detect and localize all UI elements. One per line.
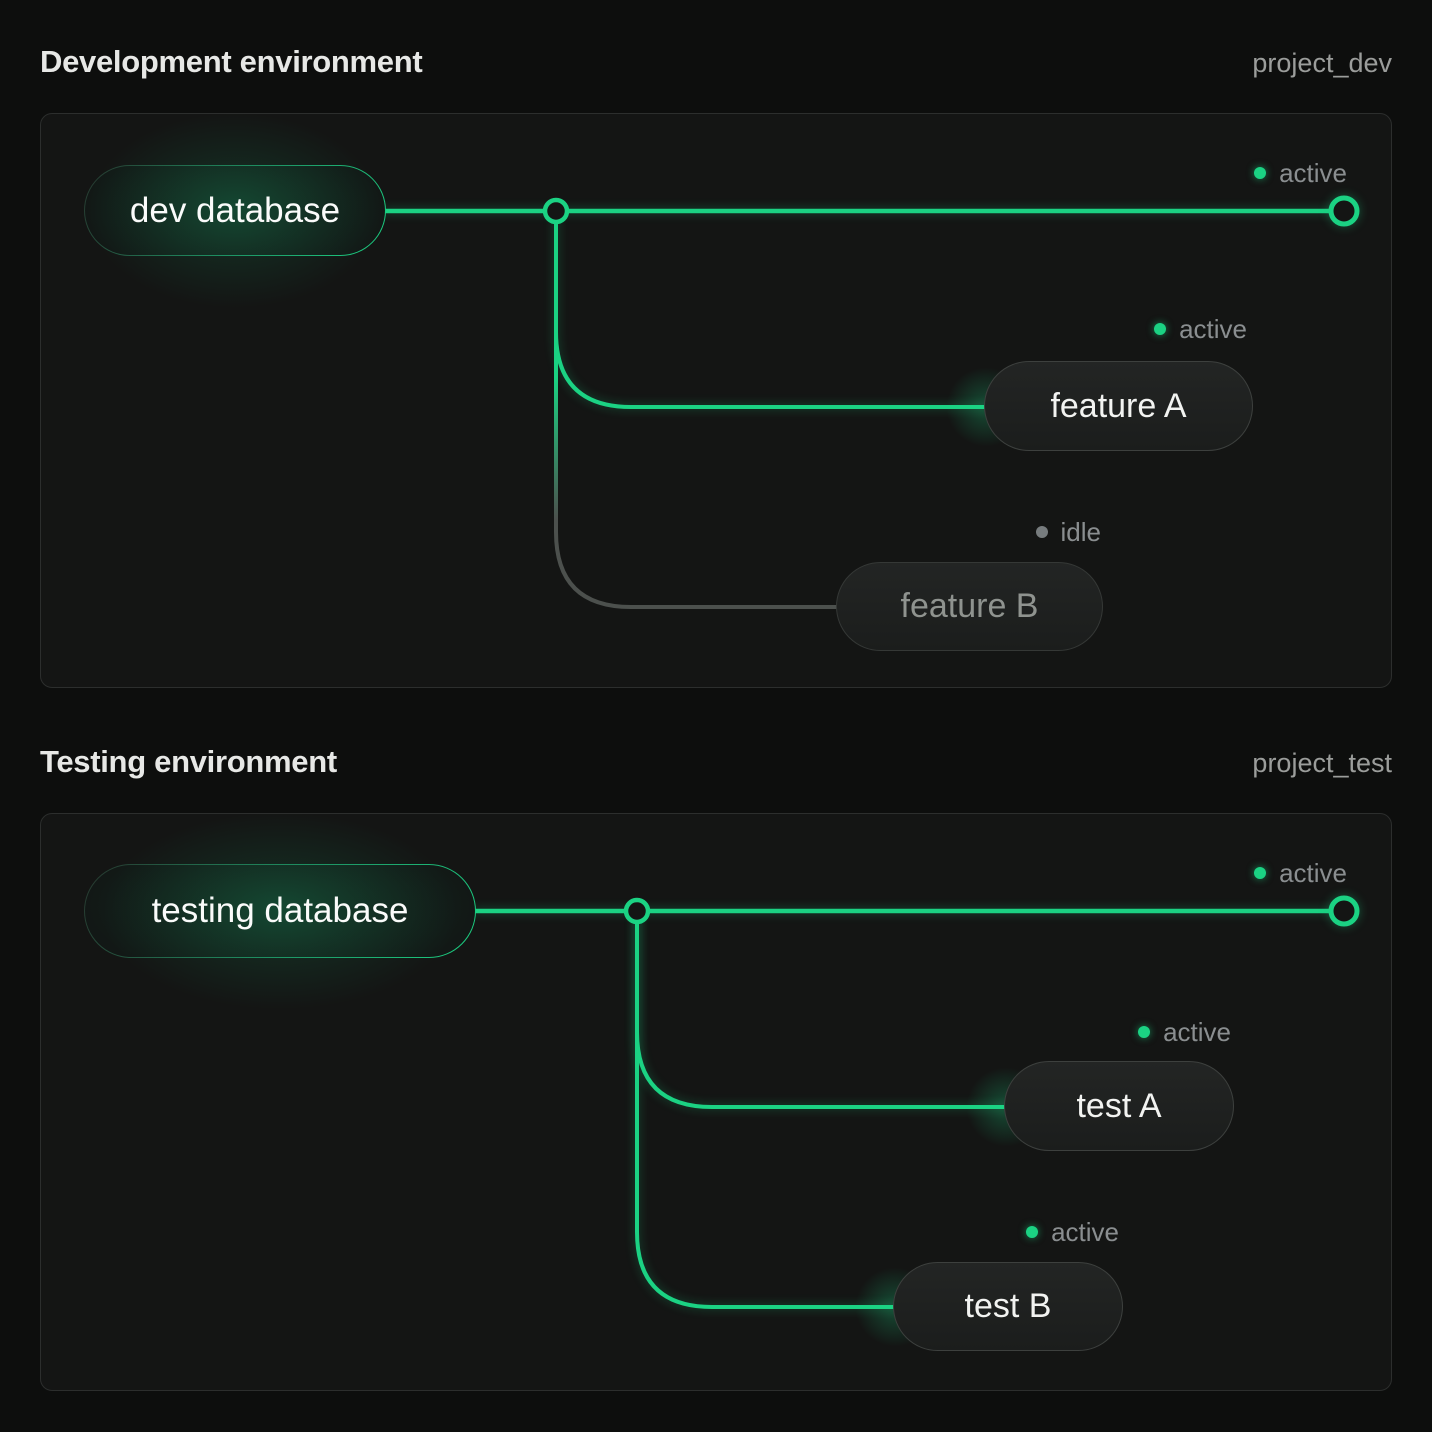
main-branch-status: active: [1254, 157, 1347, 188]
test-a-label: test A: [1076, 1086, 1162, 1125]
main-branch-status: active: [1254, 857, 1347, 888]
dev-database-label: dev database: [129, 190, 341, 230]
status-label: active: [1051, 1216, 1119, 1247]
feature-a-node[interactable]: feature A: [984, 361, 1253, 451]
active-status-dot-icon: [1254, 167, 1267, 179]
status-label: active: [1163, 1016, 1231, 1047]
branch-line-feature-a: [554, 209, 988, 409]
active-status-dot-icon: [1138, 1026, 1151, 1038]
testing-environment-panel: testing database active active test A ac…: [25, 770, 1392, 1391]
testing-database-node[interactable]: testing database: [25, 770, 535, 1052]
dev-database-node[interactable]: dev database: [25, 71, 445, 350]
branch-line-test-a: [635, 909, 1008, 1109]
status-label: active: [1279, 857, 1347, 888]
dev-environment-panel: dev database active active feature A idl…: [25, 71, 1392, 688]
status-label: idle: [1060, 516, 1101, 547]
test-a-node[interactable]: test A: [1004, 1061, 1234, 1151]
active-status-dot-icon: [1154, 323, 1167, 335]
test-section-title: Testing environment: [40, 744, 337, 779]
testing-database-label: testing database: [151, 891, 409, 930]
feature-b-node[interactable]: feature B: [836, 562, 1103, 651]
feature-a-status: active: [1154, 313, 1247, 344]
dev-project-label: project_dev: [1252, 48, 1392, 78]
dev-section-title: Development environment: [40, 44, 423, 79]
main-branch-endpoint-node: [1328, 895, 1360, 927]
idle-status-dot-icon: [1035, 526, 1048, 538]
feature-b-status: idle: [1035, 516, 1101, 547]
status-label: active: [1279, 157, 1347, 188]
status-label: active: [1179, 313, 1247, 344]
active-status-dot-icon: [1254, 867, 1267, 879]
active-status-dot-icon: [1026, 1226, 1039, 1238]
feature-b-label: feature B: [900, 587, 1039, 625]
test-b-node[interactable]: test B: [893, 1262, 1123, 1351]
test-project-label: project_test: [1252, 748, 1392, 778]
feature-a-label: feature A: [1050, 386, 1187, 425]
branch-line-test-b: [635, 909, 897, 1309]
branch-line-feature-b: [554, 209, 840, 609]
test-a-status: active: [1138, 1016, 1231, 1047]
branch-point-node: [542, 197, 570, 225]
test-b-status: active: [1026, 1216, 1119, 1247]
branch-point-node: [623, 897, 651, 925]
test-b-label: test B: [964, 1287, 1052, 1325]
main-branch-endpoint-node: [1328, 195, 1360, 227]
test-branch-graph: [471, 895, 1360, 1309]
dev-branch-graph: [381, 195, 1360, 609]
